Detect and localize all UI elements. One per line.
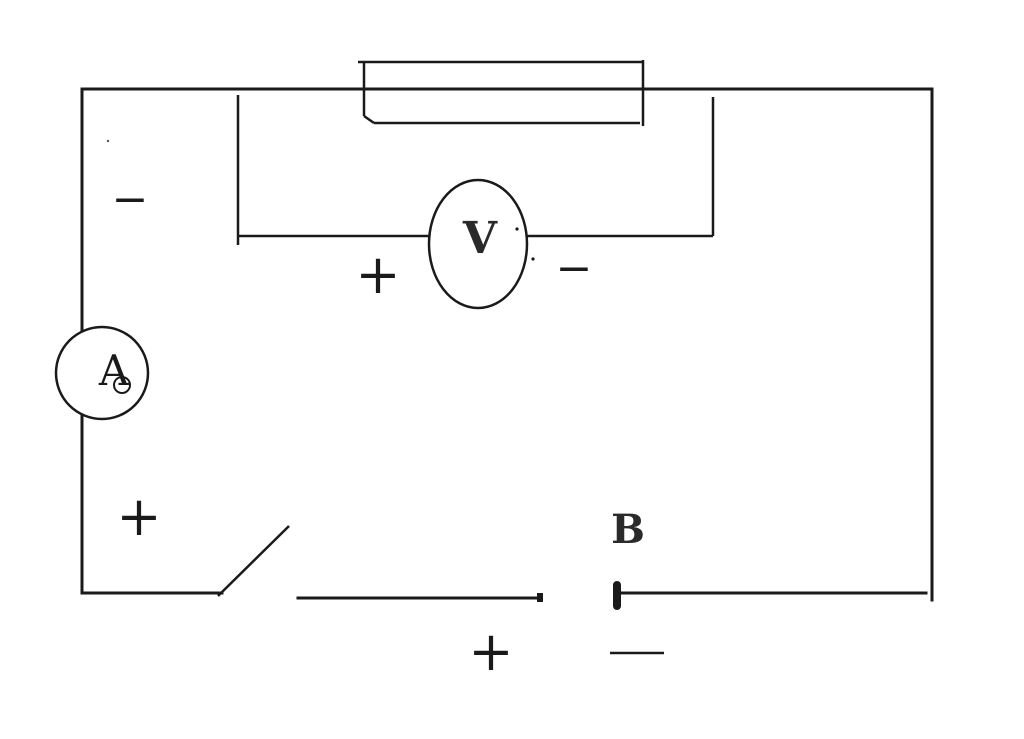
ammeter: A [54, 325, 150, 421]
resistor [358, 60, 645, 126]
voltmeter-plus-sign: + [355, 243, 400, 306]
stray-dot [106, 139, 110, 143]
battery-label: B [611, 506, 645, 553]
voltmeter-label: V [462, 213, 498, 264]
battery-plus-sign: + [468, 620, 513, 683]
switch-blade[interactable] [217, 525, 290, 597]
ammeter-plus-sign: + [116, 485, 161, 548]
battery: B [537, 506, 645, 610]
voltmeter: V [427, 178, 535, 310]
ammeter-minus-sign: − [112, 174, 149, 225]
voltmeter-minus-sign: − [556, 243, 593, 294]
